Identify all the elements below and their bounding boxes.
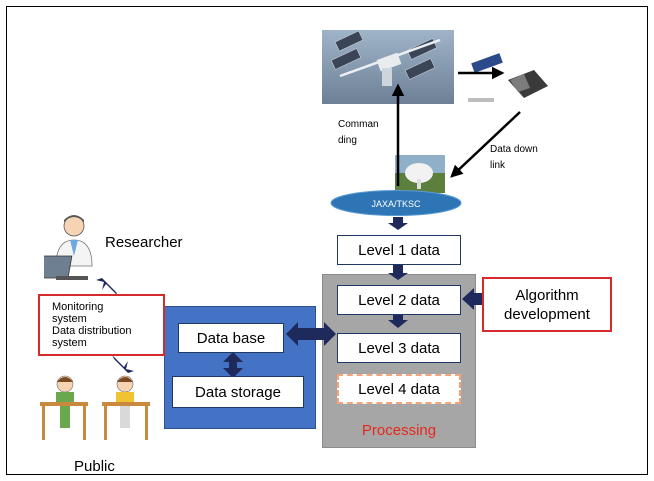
public-students-image: [40, 375, 150, 440]
monitoring-to-public-arrow: [112, 355, 134, 373]
level4-label: Level 4 data: [358, 380, 440, 398]
commanding-line1: Comman: [338, 119, 379, 130]
level4-data-box: Level 4 data: [337, 374, 461, 404]
monitoring-line3: Data distribution: [52, 325, 132, 337]
level2-label: Level 2 data: [358, 291, 440, 309]
algorithm-line1: Algorithm: [515, 286, 579, 304]
commanding-line2: ding: [338, 135, 357, 146]
data-downlink-arrow: [450, 111, 521, 178]
monitoring-system-box: Monitoring system Data distribution syst…: [38, 294, 165, 356]
jaxa-tksc-label: JAXA/TKSC: [371, 199, 421, 209]
data-storage-box: Data storage: [172, 376, 304, 408]
frame-border: [6, 6, 648, 475]
data-base-box: Data base: [178, 323, 284, 353]
monitoring-line4: system: [52, 337, 87, 349]
iss-satellite-image: [322, 30, 454, 104]
downlink-line2: link: [490, 160, 506, 171]
level1-data-box: Level 1 data: [337, 235, 461, 265]
database-storage-arrow: [223, 352, 243, 378]
monitoring-line2: system: [52, 313, 87, 325]
jaxa-tksc-station: JAXA/TKSC: [330, 190, 462, 216]
ground-antenna-image: [395, 155, 445, 193]
data-downlink-label: Data down link: [490, 142, 538, 174]
level1-label: Level 1 data: [358, 241, 440, 259]
public-label: Public: [74, 458, 115, 475]
spacecraft-image: [464, 52, 556, 110]
data-storage-label: Data storage: [195, 383, 281, 401]
downlink-line1: Data down: [490, 144, 538, 155]
jaxa-to-level1-arrow: [388, 217, 408, 230]
level1-to-level2-arrow: [388, 265, 408, 280]
algorithm-line2: development: [504, 305, 590, 323]
level2-to-level3-arrow: [388, 315, 408, 328]
commanding-label: Comman ding: [338, 117, 379, 149]
algorithm-to-level2-arrow: [462, 288, 482, 310]
processing-label: Processing: [361, 422, 437, 439]
monitoring-to-researcher-arrow: [96, 278, 118, 296]
researcher-label: Researcher: [105, 234, 183, 251]
researcher-image: [44, 215, 93, 280]
algorithm-development-box: Algorithm development: [482, 277, 612, 332]
level3-database-arrow: [286, 322, 336, 346]
monitoring-line1: Monitoring: [52, 301, 104, 313]
level2-data-box: Level 2 data: [337, 285, 461, 315]
level3-label: Level 3 data: [358, 339, 440, 357]
level3-data-box: Level 3 data: [337, 333, 461, 363]
data-base-label: Data base: [196, 329, 266, 347]
